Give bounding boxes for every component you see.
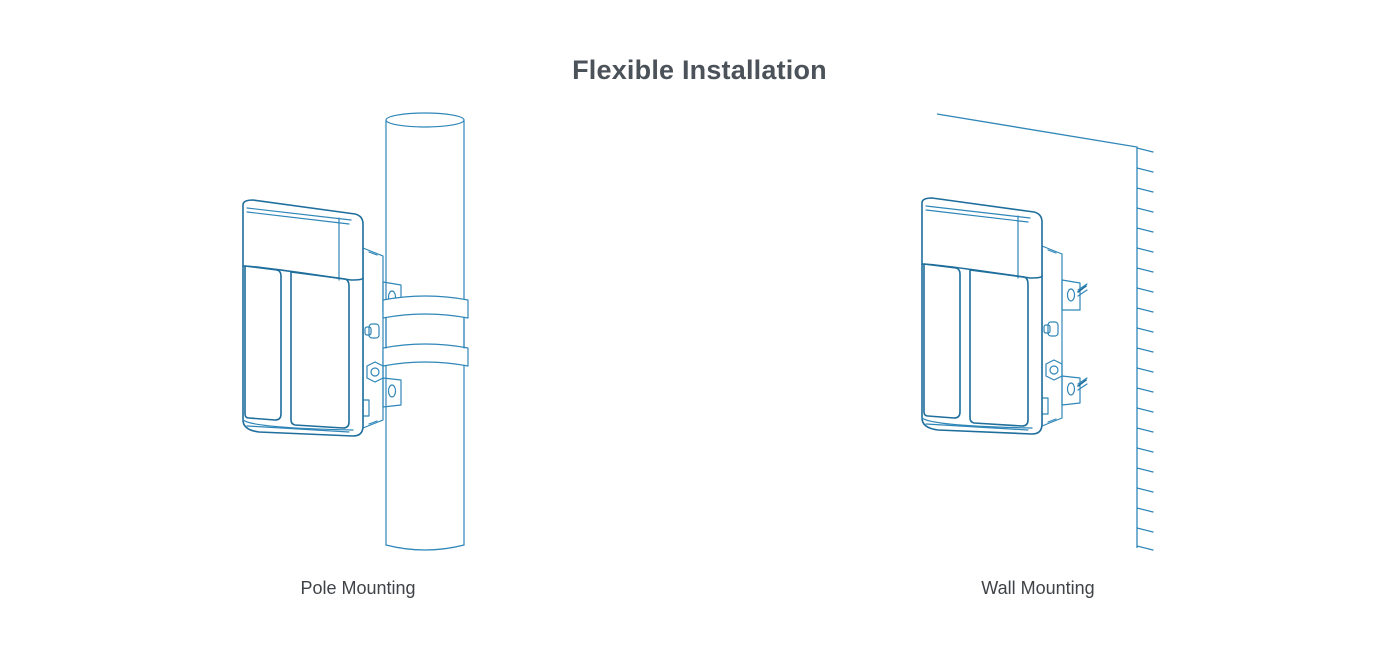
gateway-device-icon: [242, 199, 402, 437]
wall-mounting-illustration: [921, 113, 1154, 551]
wall-screw-icon: [1077, 283, 1088, 391]
pole-clamp-icon: [382, 295, 469, 367]
gateway-device-icon: [921, 197, 1081, 435]
section-title: Flexible Installation: [572, 55, 827, 85]
pole-icon: [385, 112, 465, 551]
wall-icon: [936, 113, 1154, 551]
wall-mounting-caption: Wall Mounting: [981, 578, 1095, 598]
pole-mounting-caption: Pole Mounting: [300, 578, 416, 598]
pole-mounting-illustration: [242, 112, 469, 551]
